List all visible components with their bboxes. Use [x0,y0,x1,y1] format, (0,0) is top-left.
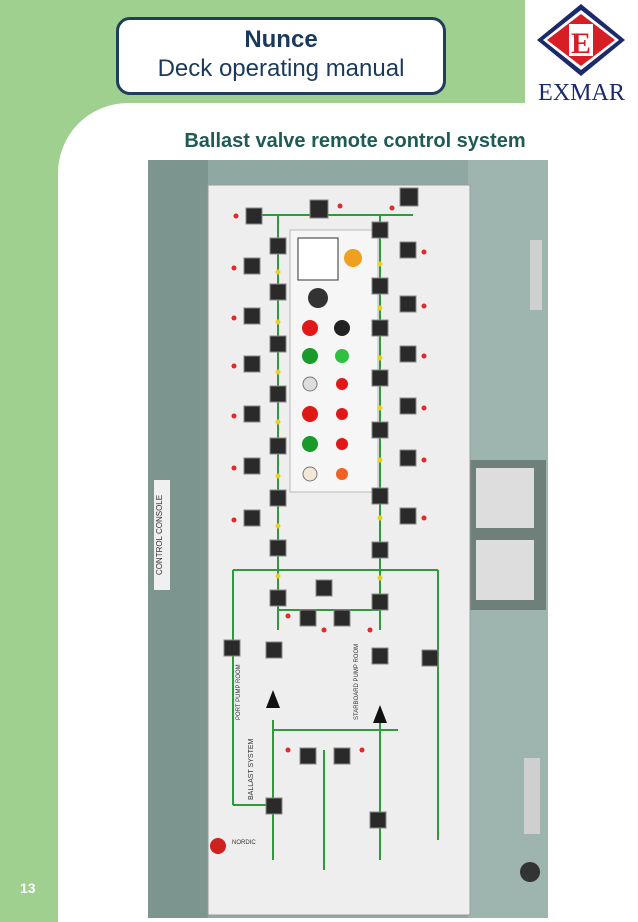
control-console-label: CONTROL CONSOLE [155,495,164,575]
nordic-brand-label: NORDIC [232,840,256,846]
document-title: Nunce [244,26,318,53]
logo-diamond-icon: E [537,4,625,76]
page-number: 13 [20,880,36,896]
section-title: Ballast valve remote control system [184,130,526,152]
ballast-system-label: BALLAST SYSTEM [248,738,255,800]
ballast-control-panel-photo: CONTROL CONSOLE [148,160,548,918]
stbd-pump-room-label: STARBOARD PUMP ROOM [354,644,360,720]
document-subtitle: Deck operating manual [157,55,405,82]
logo-letter: E [571,27,591,60]
exmar-logo: E EXMAR [525,0,638,106]
port-pump-room-label: PORT PUMP ROOM [236,664,242,720]
logo-name: EXMAR [538,80,625,106]
header-title-box: Nunce Deck operating manual [116,17,446,95]
